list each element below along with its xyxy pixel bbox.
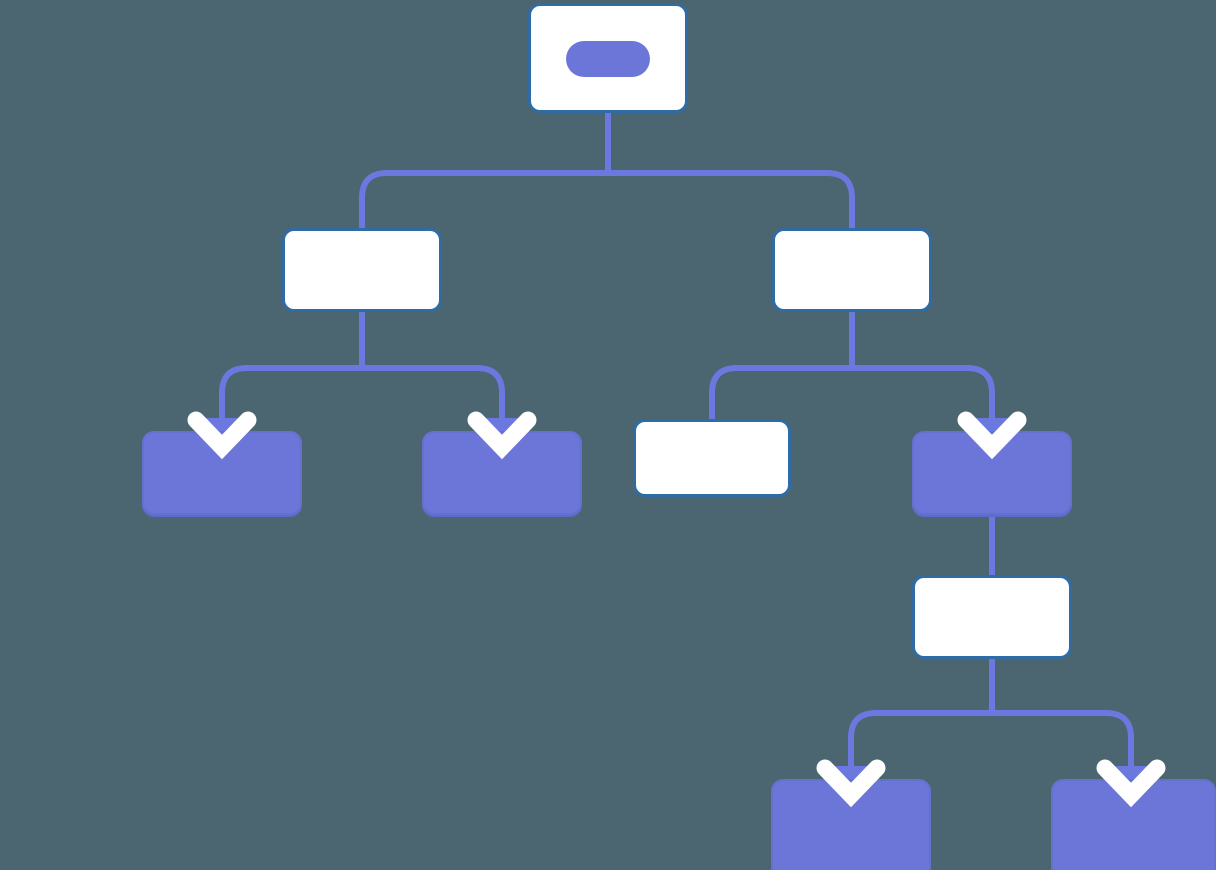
node-level2-a[interactable] bbox=[142, 431, 302, 515]
edge-level3-to-leaf-right bbox=[992, 710, 1134, 789]
edge-level1-right-to-child-c bbox=[709, 365, 852, 421]
edge-root-to-level1-right bbox=[608, 170, 855, 231]
node-level1-left[interactable] bbox=[282, 228, 442, 312]
node-level2-b[interactable] bbox=[422, 431, 582, 515]
node-level2-d[interactable] bbox=[912, 431, 1072, 515]
node-level3[interactable] bbox=[912, 575, 1072, 659]
node-level2-c[interactable] bbox=[633, 419, 791, 497]
node-leaf-right[interactable] bbox=[1051, 779, 1216, 870]
node-leaf-left[interactable] bbox=[771, 779, 931, 870]
node-root[interactable] bbox=[528, 3, 688, 113]
edge-level3-to-leaf-left bbox=[848, 710, 992, 789]
node-level1-right[interactable] bbox=[772, 228, 932, 312]
edge-root-to-level1-left bbox=[359, 170, 608, 231]
root-node-pill-icon bbox=[566, 41, 650, 77]
